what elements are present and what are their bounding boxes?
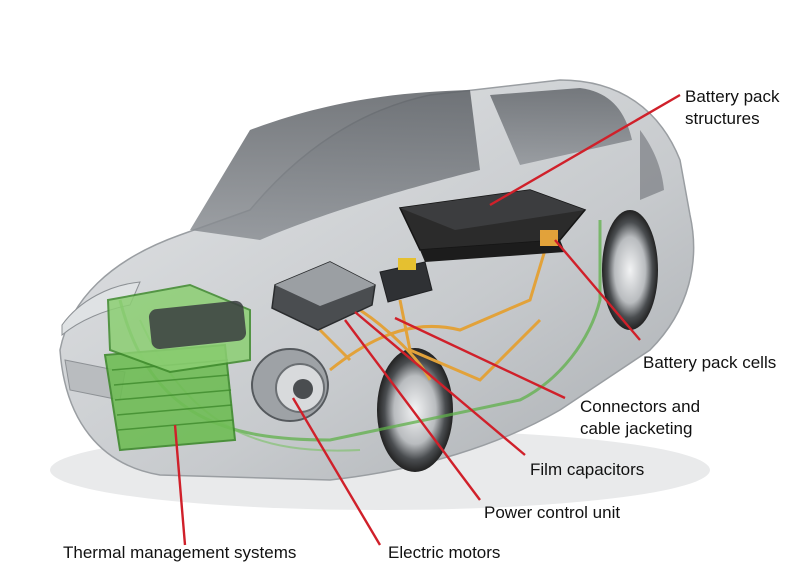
label-battery-pack-structures: Battery pack structures xyxy=(685,86,780,130)
rear-window xyxy=(640,130,664,200)
electric-motor xyxy=(251,348,329,422)
front-wheel xyxy=(377,348,453,472)
engine-cover xyxy=(148,300,247,350)
film-capacitor xyxy=(379,258,433,303)
leader-connectors xyxy=(394,316,566,400)
leader-power-control xyxy=(344,319,481,501)
label-line-1: Connectors and xyxy=(580,397,701,416)
leader-battery-cells xyxy=(554,239,641,341)
label-film-capacitors: Film capacitors xyxy=(530,460,645,479)
label-line-1: Battery pack xyxy=(685,87,780,106)
label-line-2: structures xyxy=(685,109,760,128)
label-electric-motors: Electric motors xyxy=(388,543,501,562)
leader-electric-motors xyxy=(291,397,382,546)
label-connectors: Connectors and cable jacketing xyxy=(580,396,700,440)
label-power-control-unit: Power control unit xyxy=(484,503,621,522)
label-thermal-management: Thermal management systems xyxy=(63,543,297,562)
windshield xyxy=(190,90,480,240)
leader-film-capacitors xyxy=(354,311,526,456)
label-line-2: cable jacketing xyxy=(580,419,693,438)
side-window xyxy=(490,88,632,165)
power-control-unit xyxy=(271,261,376,331)
label-battery-pack-cells: Battery pack cells xyxy=(643,353,777,372)
rear-wheel xyxy=(602,210,658,330)
headlight xyxy=(61,281,141,337)
leader-battery-structures xyxy=(489,93,681,207)
leader-thermal xyxy=(173,424,187,546)
